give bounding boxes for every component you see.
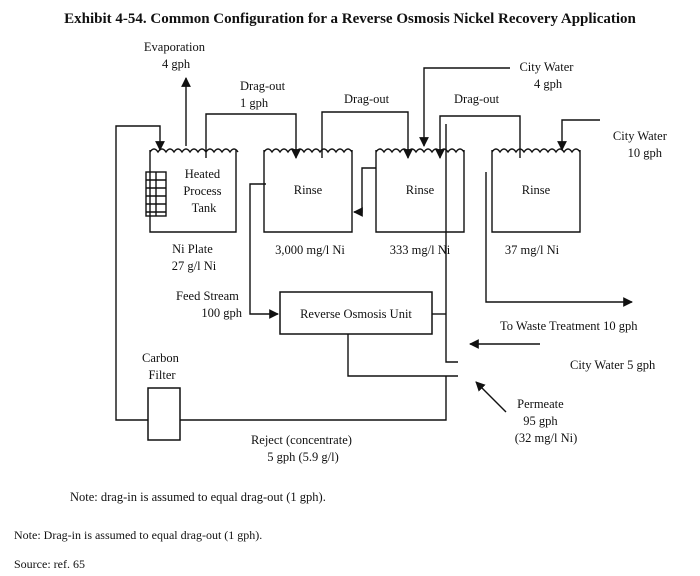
dragout-2-label: Drag-out [344, 92, 390, 106]
waste-flow [485, 172, 633, 307]
rinse-2-concentration: 333 mg/l Ni [390, 243, 451, 257]
rinse2-drain-line [445, 124, 458, 363]
reject-line [347, 334, 458, 377]
reject-label: Reject (concentrate) 5 gph (5.9 g/l) [251, 433, 355, 464]
footer-source: Source: ref. 65 [14, 557, 85, 571]
rinse-tank-1 [263, 148, 353, 233]
dragout-3-label: Drag-out [454, 92, 500, 106]
inner-note: Note: drag-in is assumed to equal drag-o… [70, 490, 326, 504]
citywater-10-flow [557, 119, 600, 151]
dragout-1-label: Drag-out 1 gph [240, 79, 288, 110]
dragout-2-flow [321, 111, 413, 159]
reject-return-line [180, 376, 447, 421]
rinse-2-label: Rinse [406, 183, 435, 197]
permeate-label: Permeate 95 gph (32 mg/l Ni) [515, 397, 578, 445]
rinse-tank-3 [491, 148, 581, 233]
rinse-1-label: Rinse [294, 183, 323, 197]
ro-unit-label: Reverse Osmosis Unit [300, 307, 412, 321]
dragout-3-flow [435, 115, 521, 159]
citywater-4-flow [419, 67, 510, 147]
citywater-right-label: City Water 10 gph [613, 129, 670, 160]
rinse-tank-2 [375, 148, 465, 233]
feed-stream-label: Feed Stream 100 gph [176, 289, 243, 320]
rinse2-to-rinse1-flow [353, 167, 376, 217]
evaporation-label: Evaporation 4 gph [144, 40, 208, 71]
carbon-filter-box [147, 387, 181, 441]
footer-note: Note: Drag-in is assumed to equal drag-o… [14, 528, 262, 542]
citywater-top-label: City Water 4 gph [519, 60, 576, 91]
reverse-osmosis-unit-box [279, 291, 433, 335]
ni-plate-label: Ni Plate 27 g/l Ni [172, 242, 217, 273]
waste-treatment-label: To Waste Treatment 10 gph [500, 319, 638, 333]
rinse-1-concentration: 3,000 mg/l Ni [275, 243, 345, 257]
rinse-3-concentration: 37 mg/l Ni [505, 243, 560, 257]
carbon-filter-label: Carbon Filter [142, 351, 182, 382]
feed-stream-flow [249, 183, 279, 319]
dragout-1-flow [205, 113, 301, 159]
citywater-5-label: City Water 5 gph [570, 358, 656, 372]
filter-return-flow [115, 125, 165, 421]
process-tank [145, 148, 239, 233]
permeate-arrow [475, 381, 507, 413]
rinse-3-label: Rinse [522, 183, 551, 197]
process-tank-label: Heated Process Tank [183, 167, 224, 215]
diagram-title: Exhibit 4-54. Common Configuration for a… [64, 11, 636, 27]
